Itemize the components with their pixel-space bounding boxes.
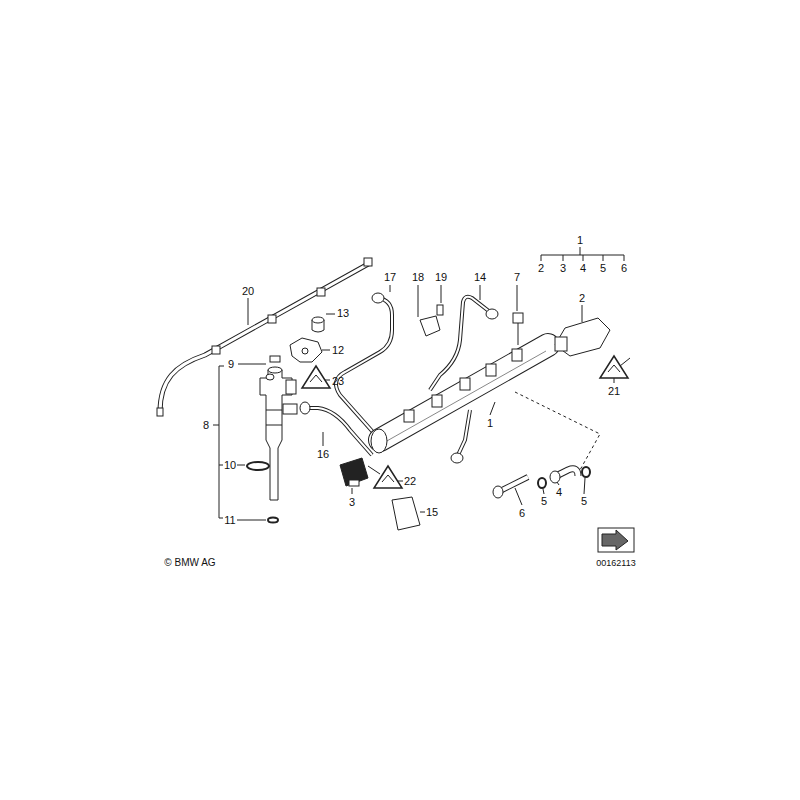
callout-number: 3 (349, 497, 355, 508)
callout-number: 10 (224, 460, 236, 471)
callout-number: 18 (412, 272, 424, 283)
callout-number: 2 (538, 263, 544, 274)
callout-number: 6 (519, 508, 525, 519)
callout-number: 11 (224, 515, 235, 526)
callout-number: 23 (332, 376, 344, 387)
callout-number: 2 (579, 293, 585, 304)
callout-number: 14 (474, 272, 486, 283)
callout-number: 16 (317, 449, 329, 460)
callout-number: 3 (560, 263, 566, 274)
callout-number: 22 (404, 476, 416, 487)
callout-number: 21 (608, 386, 620, 397)
callout-number: 6 (621, 263, 627, 274)
callout-number: 5 (600, 263, 606, 274)
callout-number: 4 (580, 263, 586, 274)
copyright-note: © BMW AG (164, 558, 215, 568)
callout-number: 1 (577, 235, 583, 246)
callout-number: 8 (203, 420, 209, 431)
callout-number: 7 (514, 272, 520, 283)
callout-number: 13 (337, 308, 349, 319)
callout-number: 12 (332, 345, 344, 356)
callout-number: 19 (435, 272, 447, 283)
callout-number: 1 (487, 418, 493, 429)
callout-number: 20 (242, 286, 254, 297)
drawing-number: 00162113 (596, 559, 635, 568)
callout-number: 5 (581, 496, 587, 507)
callout-number: 5 (541, 496, 547, 507)
callout-number: 4 (556, 487, 562, 498)
callout-number: 9 (228, 359, 234, 370)
callout-number: 17 (384, 272, 396, 283)
callout-number: 15 (426, 507, 438, 518)
